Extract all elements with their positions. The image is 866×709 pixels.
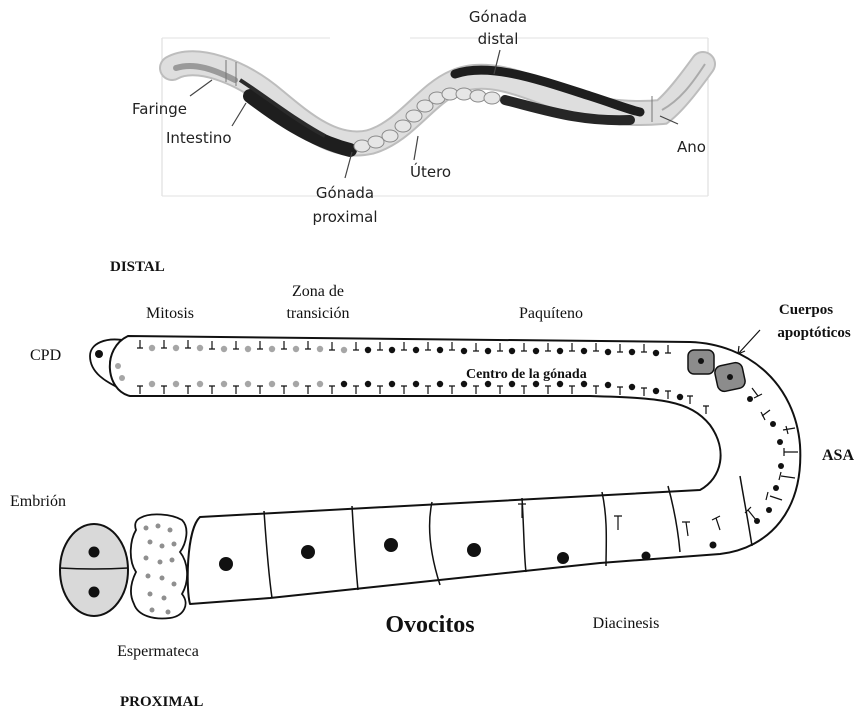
label-gonada-proximal-2: proximal [312, 208, 377, 226]
spermatheca [131, 514, 187, 618]
dtc-nucleus [95, 350, 103, 358]
label-intestino: Intestino [166, 129, 232, 147]
label-embrion: Embrión [10, 493, 66, 510]
label-centro: Centro de la gónada [466, 367, 587, 382]
label-ano: Ano [677, 138, 706, 156]
gonad-outline [110, 336, 800, 604]
gonad-schematic: DISTAL PROXIMAL Mitosis Zona de transici… [10, 259, 854, 709]
worm-illustration: Gónada distal Faringe Intestino Ano Úter… [132, 8, 708, 226]
label-cuerpos-2: apoptóticos [777, 325, 851, 341]
label-cuerpos-1: Cuerpos [779, 302, 833, 318]
label-diacinesis: Diacinesis [593, 615, 660, 632]
label-distal: DISTAL [110, 259, 165, 275]
label-zona-1: Zona de [292, 283, 344, 300]
label-zona-2: transición [286, 305, 349, 322]
label-cpd: CPD [30, 347, 61, 364]
label-mitosis: Mitosis [146, 305, 194, 322]
label-paquiteno: Paquíteno [519, 305, 583, 322]
label-faringe: Faringe [132, 100, 187, 118]
label-gonada-distal-2: distal [478, 30, 519, 48]
label-espermateca: Espermateca [117, 643, 199, 660]
label-utero: Útero [410, 162, 451, 181]
apoptotic-arrow [738, 330, 760, 354]
embryo [60, 524, 128, 616]
label-gonada-proximal-1: Gónada [316, 184, 374, 202]
label-gonada-distal-1: Gónada [469, 8, 527, 26]
label-ovocitos: Ovocitos [385, 612, 474, 638]
label-asa: ASA [822, 447, 854, 464]
label-proximal: PROXIMAL [120, 694, 203, 709]
